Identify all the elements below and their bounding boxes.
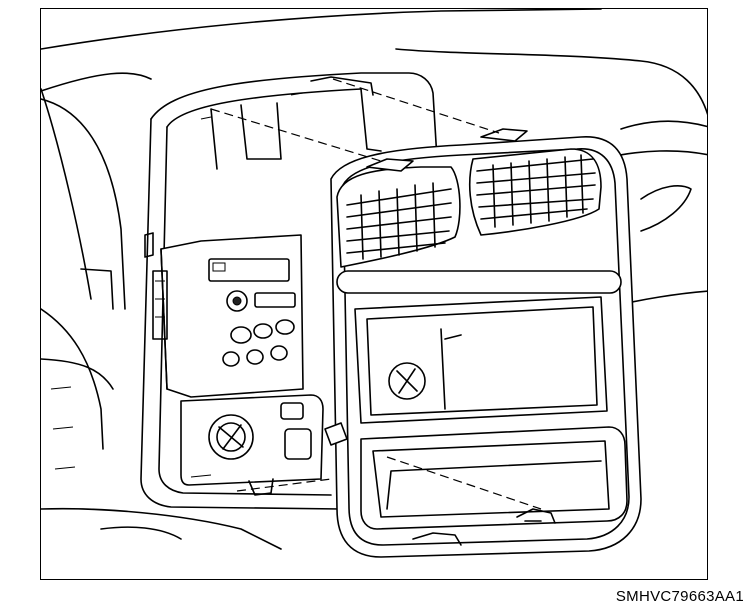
center-bezel bbox=[324, 128, 642, 558]
instrument-cluster-hood bbox=[41, 98, 126, 470]
figure-frame bbox=[40, 8, 708, 580]
radio-unit bbox=[144, 232, 304, 398]
bezel-clip-left bbox=[366, 158, 414, 172]
line-drawing bbox=[41, 9, 707, 558]
alignment-lines bbox=[210, 78, 542, 510]
left-air-vent bbox=[346, 182, 452, 260]
dash-opening bbox=[140, 72, 438, 510]
dashboard-outline bbox=[41, 9, 707, 550]
knob-through-opening bbox=[388, 362, 426, 400]
bezel-clip-right bbox=[480, 128, 528, 142]
heater-control-panel bbox=[180, 394, 324, 496]
right-air-vent bbox=[476, 154, 596, 228]
figure-caption: SMHVC79663AA1 bbox=[615, 588, 744, 605]
bezel-clip-side bbox=[324, 422, 348, 446]
